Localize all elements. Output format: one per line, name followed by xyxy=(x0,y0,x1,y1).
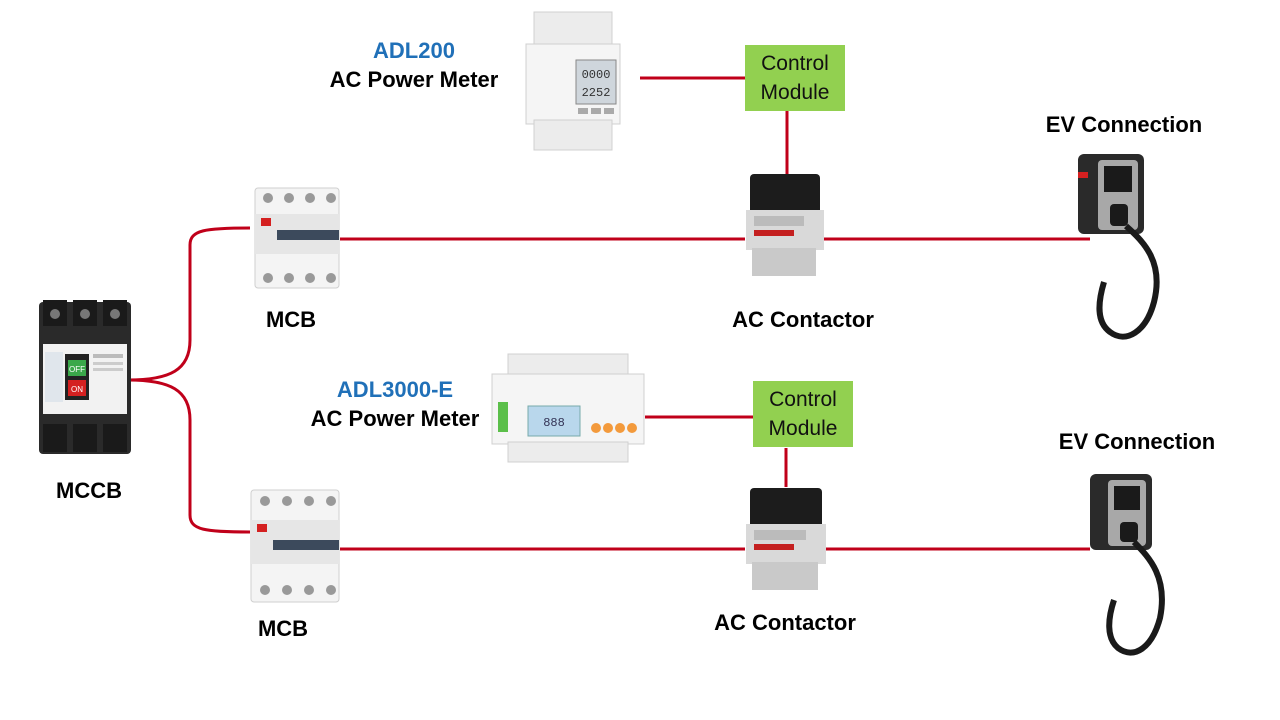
ev-charger-top-device xyxy=(1078,154,1160,340)
mccb-label: MCCB xyxy=(56,478,122,503)
ev-top-label: EV Connection xyxy=(1045,112,1203,137)
contactor-bottom-device xyxy=(746,488,826,590)
svg-text:888: 888 xyxy=(543,416,565,430)
mccb-device: OFF ON xyxy=(39,300,131,454)
adl200-label: ADL200 AC Power Meter xyxy=(330,36,499,94)
control-module-top-line2: Module xyxy=(760,81,830,104)
contactor-top-device xyxy=(746,174,824,276)
svg-text:OFF: OFF xyxy=(69,365,85,374)
adl3000e-meter-device: 888 xyxy=(491,353,645,463)
control-module-top: Control Module xyxy=(745,45,845,111)
mcb-top-device xyxy=(254,187,340,289)
contactor-top-label: AC Contactor xyxy=(732,307,874,332)
mcb-top-label: MCB xyxy=(265,307,317,332)
adl200-model: ADL200 xyxy=(373,38,455,63)
mcb-bottom-device xyxy=(250,489,340,603)
svg-text:2252: 2252 xyxy=(582,86,611,100)
control-module-bottom-line1: Control xyxy=(769,388,837,411)
adl3000e-type: AC Power Meter xyxy=(310,406,480,431)
adl3000e-label: ADL3000-E AC Power Meter xyxy=(311,375,480,433)
control-module-bottom: Control Module xyxy=(753,381,853,447)
control-module-top-line1: Control xyxy=(761,52,829,75)
adl200-meter-device: 0000 2252 xyxy=(525,11,621,151)
ev-charger-bottom-device xyxy=(1090,474,1165,656)
control-module-bottom-line2: Module xyxy=(768,417,838,440)
ev-bottom-label: EV Connection xyxy=(1058,429,1216,454)
contactor-bottom-label: AC Contactor xyxy=(714,610,856,635)
svg-text:0000: 0000 xyxy=(582,68,611,82)
adl200-type: AC Power Meter xyxy=(329,67,499,92)
wire-mccb-branch-top xyxy=(127,226,251,382)
wire-mccb-branch-bottom xyxy=(127,378,251,534)
svg-text:ON: ON xyxy=(71,385,83,394)
mcb-bottom-label: MCB xyxy=(257,616,309,641)
adl3000e-model: ADL3000-E xyxy=(336,377,454,402)
